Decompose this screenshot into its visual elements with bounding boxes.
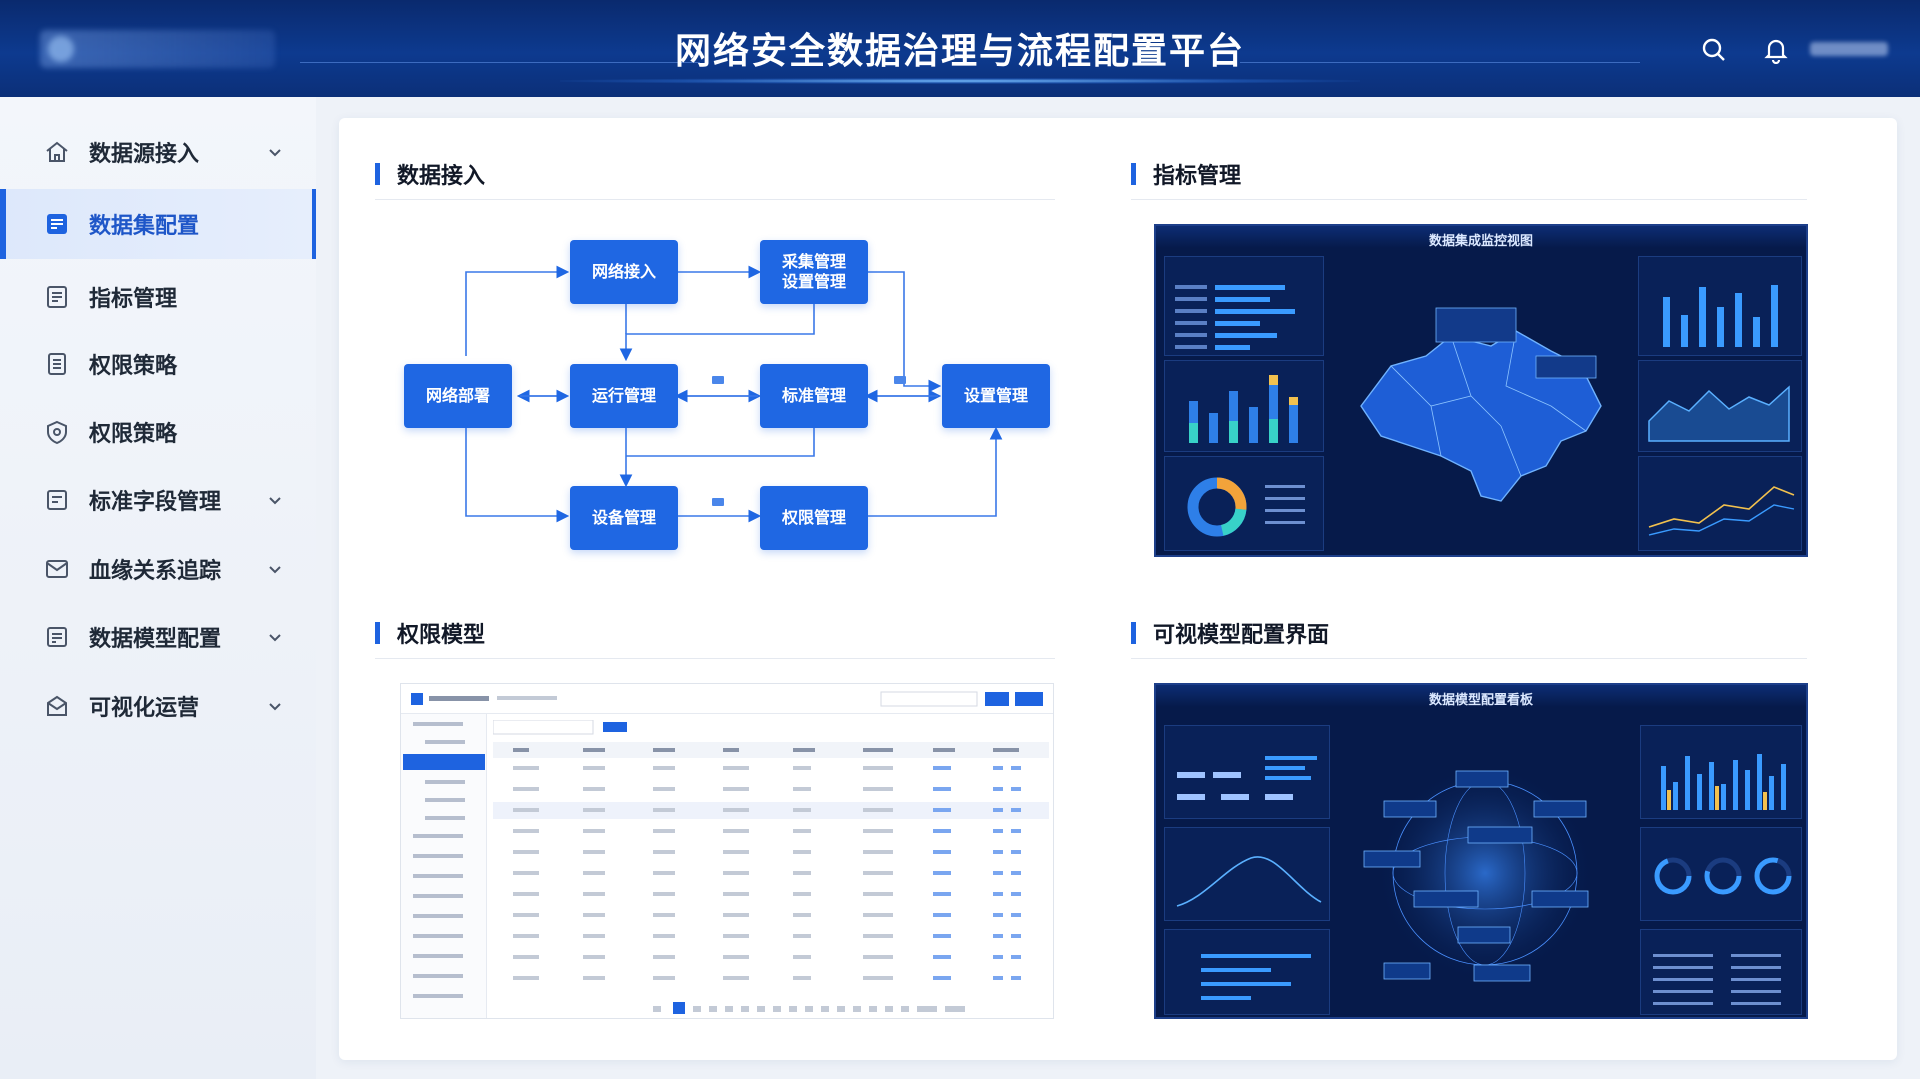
sidebar-item-std-field[interactable]: 标准字段管理 — [0, 465, 316, 535]
dashboard-panel-col2 — [1638, 256, 1802, 356]
shield-icon — [44, 419, 70, 445]
dashboard-map — [1331, 256, 1631, 551]
flow-node-net-deploy[interactable]: 网络部署 — [404, 364, 512, 428]
dashboard-title: 数据集成监控视图 — [1428, 234, 1533, 249]
flow-connectors — [465, 265, 1003, 523]
user-info[interactable] — [1810, 42, 1888, 56]
sidebar-item-metric-mgmt[interactable]: 指标管理 — [0, 262, 316, 332]
sidebar-item-label: 指标管理 — [89, 287, 178, 312]
dashboard-top-bar — [1156, 226, 1806, 248]
table-shot-header — [401, 684, 1053, 714]
flow-node-net-access[interactable]: 网络接入 — [570, 240, 678, 304]
chevron-down-icon[interactable] — [266, 560, 284, 578]
top-header: 网络安全数据治理与流程配置平台 — [0, 0, 1920, 97]
section-divider — [1131, 658, 1807, 659]
table-shot-grid — [493, 720, 1049, 1014]
section-divider — [375, 658, 1055, 659]
dashboard-panel-donut — [1164, 456, 1324, 551]
metric-dashboard-screenshot[interactable]: 数据集成监控视图 — [1154, 224, 1808, 557]
sidebar: 数据源接入 数据集配置 指标管理 权限策略 权限策略 标准字段管理 — [0, 97, 316, 1079]
section-title-metric-mgmt: 指标管理 — [1131, 158, 1241, 190]
sidebar-item-label: 权限策略 — [89, 422, 178, 447]
chevron-down-icon[interactable] — [266, 143, 284, 161]
chevron-down-icon[interactable] — [266, 628, 284, 646]
model-icon — [44, 624, 70, 650]
header-glow — [560, 78, 1360, 84]
sidebar-item-label: 数据源接入 — [89, 142, 200, 167]
dashboard-title: 数据模型配置看板 — [1428, 693, 1533, 708]
search-icon[interactable] — [1700, 36, 1728, 64]
flow-node-device[interactable]: 设备管理 — [570, 486, 678, 550]
section-title-visual-config: 可视模型配置界面 — [1131, 617, 1329, 649]
visual-config-dashboard-screenshot[interactable]: 数据模型配置看板 — [1154, 683, 1808, 1019]
data-access-flow-diagram: 网络接入 采集管理 设置管理 网络部署 运行管理 标准管理 设置管理 设备管理 … — [400, 240, 1060, 560]
dashboard-globe — [1338, 715, 1632, 1015]
perm-model-table-screenshot[interactable] — [400, 683, 1054, 1019]
sidebar-item-label: 权限策略 — [89, 354, 178, 379]
flow-node-std[interactable]: 标准管理 — [760, 364, 868, 428]
sidebar-item-perm-policy[interactable]: 权限策略 — [0, 329, 316, 399]
dashboard-panel-area — [1638, 360, 1802, 452]
section-title-perm-model: 权限模型 — [375, 617, 485, 649]
sidebar-item-label: 数据集配置 — [89, 214, 200, 239]
dataset-icon — [44, 211, 70, 237]
header-deco-line-left — [300, 62, 700, 63]
header-deco-line-right — [1240, 62, 1640, 63]
flow-node-ops[interactable]: 运行管理 — [570, 364, 678, 428]
document-icon — [44, 284, 70, 310]
sidebar-item-label: 可视化运营 — [89, 696, 200, 721]
sidebar-item-perm-policy-2[interactable]: 权限策略 — [0, 397, 316, 467]
dashboard-panel-hbars — [1164, 929, 1330, 1015]
lineage-icon — [44, 556, 70, 582]
dashboard-panel-columns — [1164, 360, 1324, 452]
dashboard-panel-stats — [1164, 725, 1330, 819]
dashboard-top-bar — [1156, 685, 1806, 707]
dashboard-panel-list — [1640, 929, 1802, 1015]
field-icon — [44, 487, 70, 513]
dashboard-panel-line — [1638, 456, 1802, 551]
list-icon — [44, 351, 70, 377]
sidebar-item-label: 血缘关系追踪 — [89, 559, 222, 584]
chevron-down-icon[interactable] — [266, 697, 284, 715]
table-shot-sidebar — [401, 714, 487, 1018]
section-divider — [375, 199, 1055, 200]
flow-node-perm[interactable]: 权限管理 — [760, 486, 868, 550]
logo[interactable] — [40, 30, 275, 68]
dashboard-panel-curve — [1164, 827, 1330, 921]
visual-icon — [44, 693, 70, 719]
sidebar-item-data-source[interactable]: 数据源接入 — [0, 117, 316, 187]
dashboard-panel-col3 — [1640, 725, 1802, 819]
sidebar-item-label: 数据模型配置 — [89, 627, 222, 652]
sidebar-item-label: 标准字段管理 — [89, 490, 222, 515]
section-title-data-access: 数据接入 — [375, 158, 485, 190]
sidebar-item-visual-ops[interactable]: 可视化运营 — [0, 671, 316, 741]
chevron-down-icon[interactable] — [266, 491, 284, 509]
sidebar-item-dataset-config[interactable]: 数据集配置 — [0, 189, 316, 259]
sidebar-item-lineage[interactable]: 血缘关系追踪 — [0, 534, 316, 604]
dashboard-panel-gauges — [1640, 827, 1802, 921]
sidebar-item-data-model[interactable]: 数据模型配置 — [0, 602, 316, 672]
dashboard-panel-bars — [1164, 256, 1324, 356]
page-title: 网络安全数据治理与流程配置平台 — [674, 31, 1245, 72]
section-divider — [1131, 199, 1807, 200]
flow-node-collect[interactable]: 采集管理 设置管理 — [760, 240, 868, 304]
home-icon — [44, 139, 70, 165]
bell-icon[interactable] — [1762, 36, 1790, 65]
flow-node-config[interactable]: 设置管理 — [942, 364, 1050, 428]
